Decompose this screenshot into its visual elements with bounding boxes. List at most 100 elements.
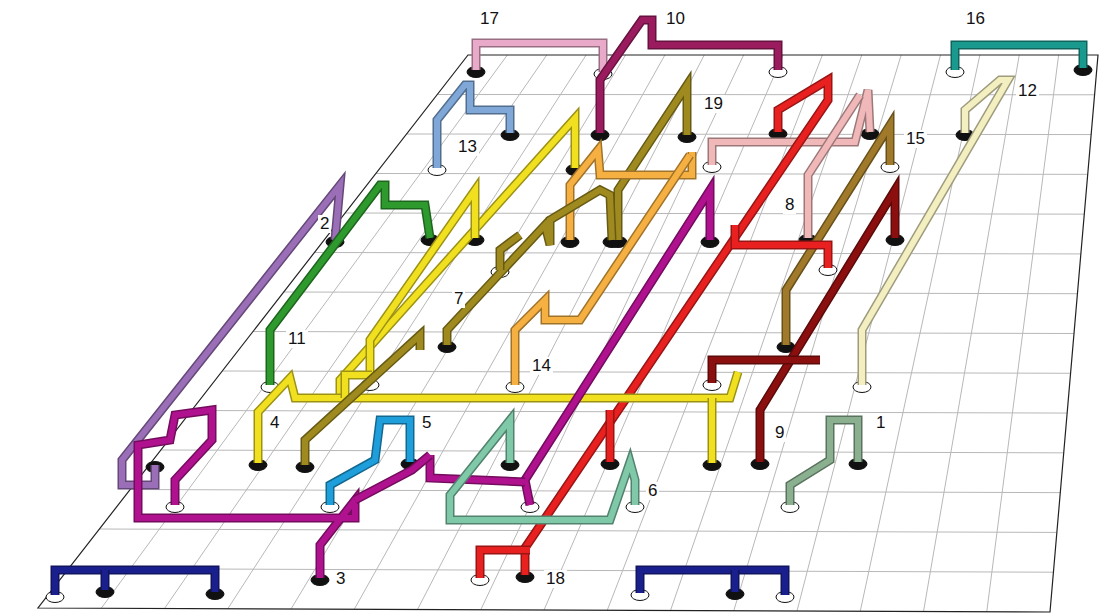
bridge-edge (708, 398, 717, 463)
board-border (38, 55, 1098, 612)
bridge-body (525, 80, 828, 575)
callout-number: 13 (456, 138, 479, 156)
bridge (450, 420, 635, 520)
bridge-body (305, 335, 420, 465)
grid-line (192, 411, 1068, 414)
bridge (790, 420, 858, 505)
callout-number: 14 (530, 357, 553, 375)
callout-number: 6 (646, 482, 659, 500)
bridge-edge (735, 225, 828, 268)
bridge-body (55, 570, 215, 595)
bridge-edge (862, 80, 1008, 385)
bridge-body (607, 410, 613, 462)
bridge (640, 570, 785, 595)
bridge (525, 80, 828, 575)
bridge-body (500, 235, 520, 270)
bridge (138, 410, 355, 578)
bridge-body (712, 360, 820, 383)
bridge-edge (606, 410, 615, 462)
callout-number: 12 (1016, 82, 1039, 100)
bridge-edge (55, 570, 215, 595)
bridge-edge (476, 43, 603, 72)
bridge (105, 570, 106, 590)
bridge-body (102, 570, 108, 590)
bridge-edge (305, 335, 420, 465)
callout-number: 8 (783, 196, 796, 214)
callout-number: 2 (318, 215, 331, 233)
bridge (712, 360, 820, 383)
bridge-body (340, 118, 575, 398)
bridge (862, 80, 1008, 385)
bridge (476, 43, 603, 72)
callout-number: 19 (702, 95, 725, 113)
bridges (55, 20, 1083, 595)
callout-number: 17 (478, 10, 501, 28)
bridge-body (450, 420, 635, 520)
bridge-body (480, 550, 530, 578)
grid-lines (69, 55, 1095, 612)
bridge (305, 335, 420, 465)
grid-line (376, 173, 1088, 175)
callout-number: 5 (420, 414, 433, 432)
callout-number: 16 (964, 10, 987, 28)
bridge-body (790, 420, 858, 505)
bridge-edge (330, 420, 410, 505)
bridge (712, 398, 713, 463)
bridge (955, 45, 1083, 70)
bridge-body (732, 570, 738, 592)
bridge (525, 190, 710, 505)
bridge-edge (955, 45, 1083, 70)
bridge-edge (640, 570, 785, 595)
bridge-body (437, 85, 510, 168)
bridge-edge (731, 570, 740, 592)
bridge-edge (101, 570, 110, 590)
bridge-body (786, 125, 890, 345)
bridge-body (138, 410, 355, 578)
bridge-edge (437, 85, 510, 168)
bridge-body (862, 80, 1008, 385)
callout-number: 4 (268, 414, 281, 432)
callout-number: 18 (544, 570, 567, 588)
bridge (370, 190, 475, 383)
bridge-edge (370, 190, 475, 383)
holes (46, 65, 1092, 603)
grid-line (130, 490, 1060, 493)
callout-number: 11 (286, 330, 308, 348)
bridge-body (735, 225, 828, 268)
bridge-body (370, 190, 475, 383)
bridge-edge (790, 420, 858, 505)
callout-number: 3 (334, 570, 347, 588)
grid-line (99, 529, 1056, 532)
callout-number: 7 (452, 290, 465, 308)
bridge (340, 118, 575, 398)
callout-number: 10 (664, 10, 687, 28)
bridge (55, 570, 215, 595)
bridge-body (525, 190, 710, 505)
bridge-body (476, 43, 603, 72)
bridge (735, 225, 828, 268)
callout-number: 15 (904, 130, 927, 148)
bridge (500, 235, 520, 270)
bridge (480, 550, 530, 578)
bridge (610, 410, 611, 462)
bridge-edge (525, 80, 828, 575)
callout-number: 1 (874, 414, 887, 432)
bridge-edge (450, 420, 635, 520)
bridge-body (330, 420, 410, 505)
bridge (330, 420, 410, 505)
bridge-edge (340, 118, 575, 398)
callout-number: 9 (773, 424, 786, 442)
bridge-edge (712, 360, 820, 383)
bridge-edge (138, 410, 355, 578)
bridge-body (955, 45, 1083, 70)
bridge-body (640, 570, 785, 595)
bridge (735, 570, 736, 592)
bridge-edge (480, 550, 530, 578)
bridge-edge (786, 125, 890, 345)
bridge (786, 125, 890, 345)
bridge-edge (525, 190, 710, 505)
bridge-body (709, 398, 715, 463)
bridge-edge (500, 235, 520, 270)
